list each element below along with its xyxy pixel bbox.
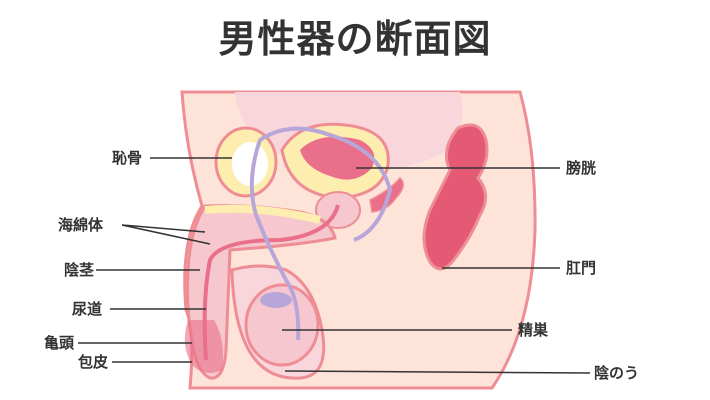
label-bladder: 膀胱 (566, 159, 597, 177)
label-corpus-cavernosum: 海綿体 (58, 216, 104, 234)
leader-scrotum (284, 370, 591, 374)
label-foreskin: 包皮 (78, 353, 109, 371)
label-glans: 亀頭 (44, 334, 75, 352)
glans-shape (184, 320, 223, 374)
epididymis (260, 292, 292, 308)
label-scrotum: 陰のう (594, 364, 640, 382)
rectum (422, 123, 489, 271)
vas-deferens (249, 126, 393, 341)
label-penile-shaft: 陰茎 (64, 261, 95, 279)
pubic-bone-inner (232, 142, 268, 186)
leader-corpus-a (121, 224, 206, 233)
page-title: 男性器の断面図 (218, 17, 492, 61)
corpus-cavernosum (204, 204, 321, 224)
leader-corpus-b (121, 224, 211, 245)
label-pubic-bone: 恥骨 (112, 149, 143, 167)
label-urethra: 尿道 (72, 300, 103, 318)
label-anus: 肛門 (566, 259, 597, 277)
label-testis: 精巣 (518, 321, 549, 339)
leader-lines (78, 157, 591, 374)
urethra (202, 204, 340, 361)
